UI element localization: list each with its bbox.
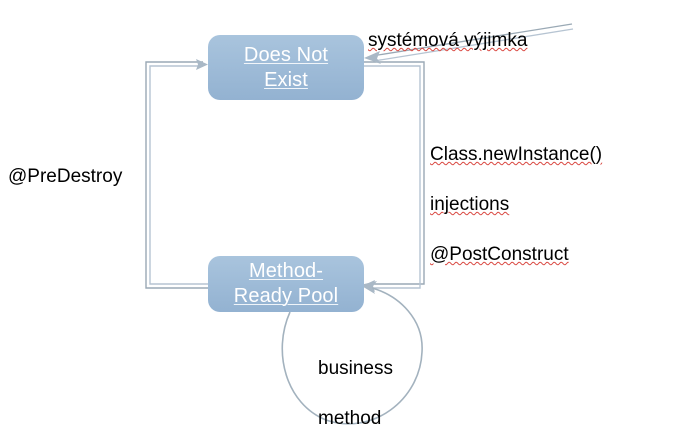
edge-label-business-method-line-2: method (318, 408, 382, 429)
edge-system-exception (364, 23, 574, 64)
edge-predestroy (145, 59, 212, 289)
edge-label-create-sequence-line-3: @PostConstruct (430, 244, 569, 265)
arrowhead-system-exception (364, 51, 381, 64)
edge-label-system-exception-text: systémová výjimka (368, 30, 528, 51)
edge-label-predestroy-text: @PreDestroy (8, 166, 123, 187)
edge-label-predestroy: @PreDestroy (8, 139, 122, 189)
edge-label-system-exception: systémová výjimka (368, 3, 527, 53)
state-node-does-not-exist-label: Does Not Exist (243, 43, 329, 91)
arrowhead-predestroy (196, 59, 208, 70)
edge-label-create-sequence-line-2: injections (430, 194, 510, 215)
edge-label-create-sequence-line-1: Class.newInstance() (430, 144, 603, 165)
state-node-method-ready-pool-label: Method- Ready Pool (233, 260, 339, 307)
edge-label-business-method-line-1: business (318, 358, 393, 379)
edge-label-business-method: business method (318, 331, 393, 432)
arrowhead-business-method (360, 281, 377, 294)
edge-business-method (281, 281, 423, 425)
state-node-method-ready-pool[interactable]: Method- Ready Pool (208, 256, 364, 312)
edge-label-create-sequence: Class.newInstance() injections @PostCons… (430, 117, 602, 292)
state-node-does-not-exist[interactable]: Does Not Exist (208, 35, 364, 100)
edge-create-sequence (362, 61, 425, 292)
